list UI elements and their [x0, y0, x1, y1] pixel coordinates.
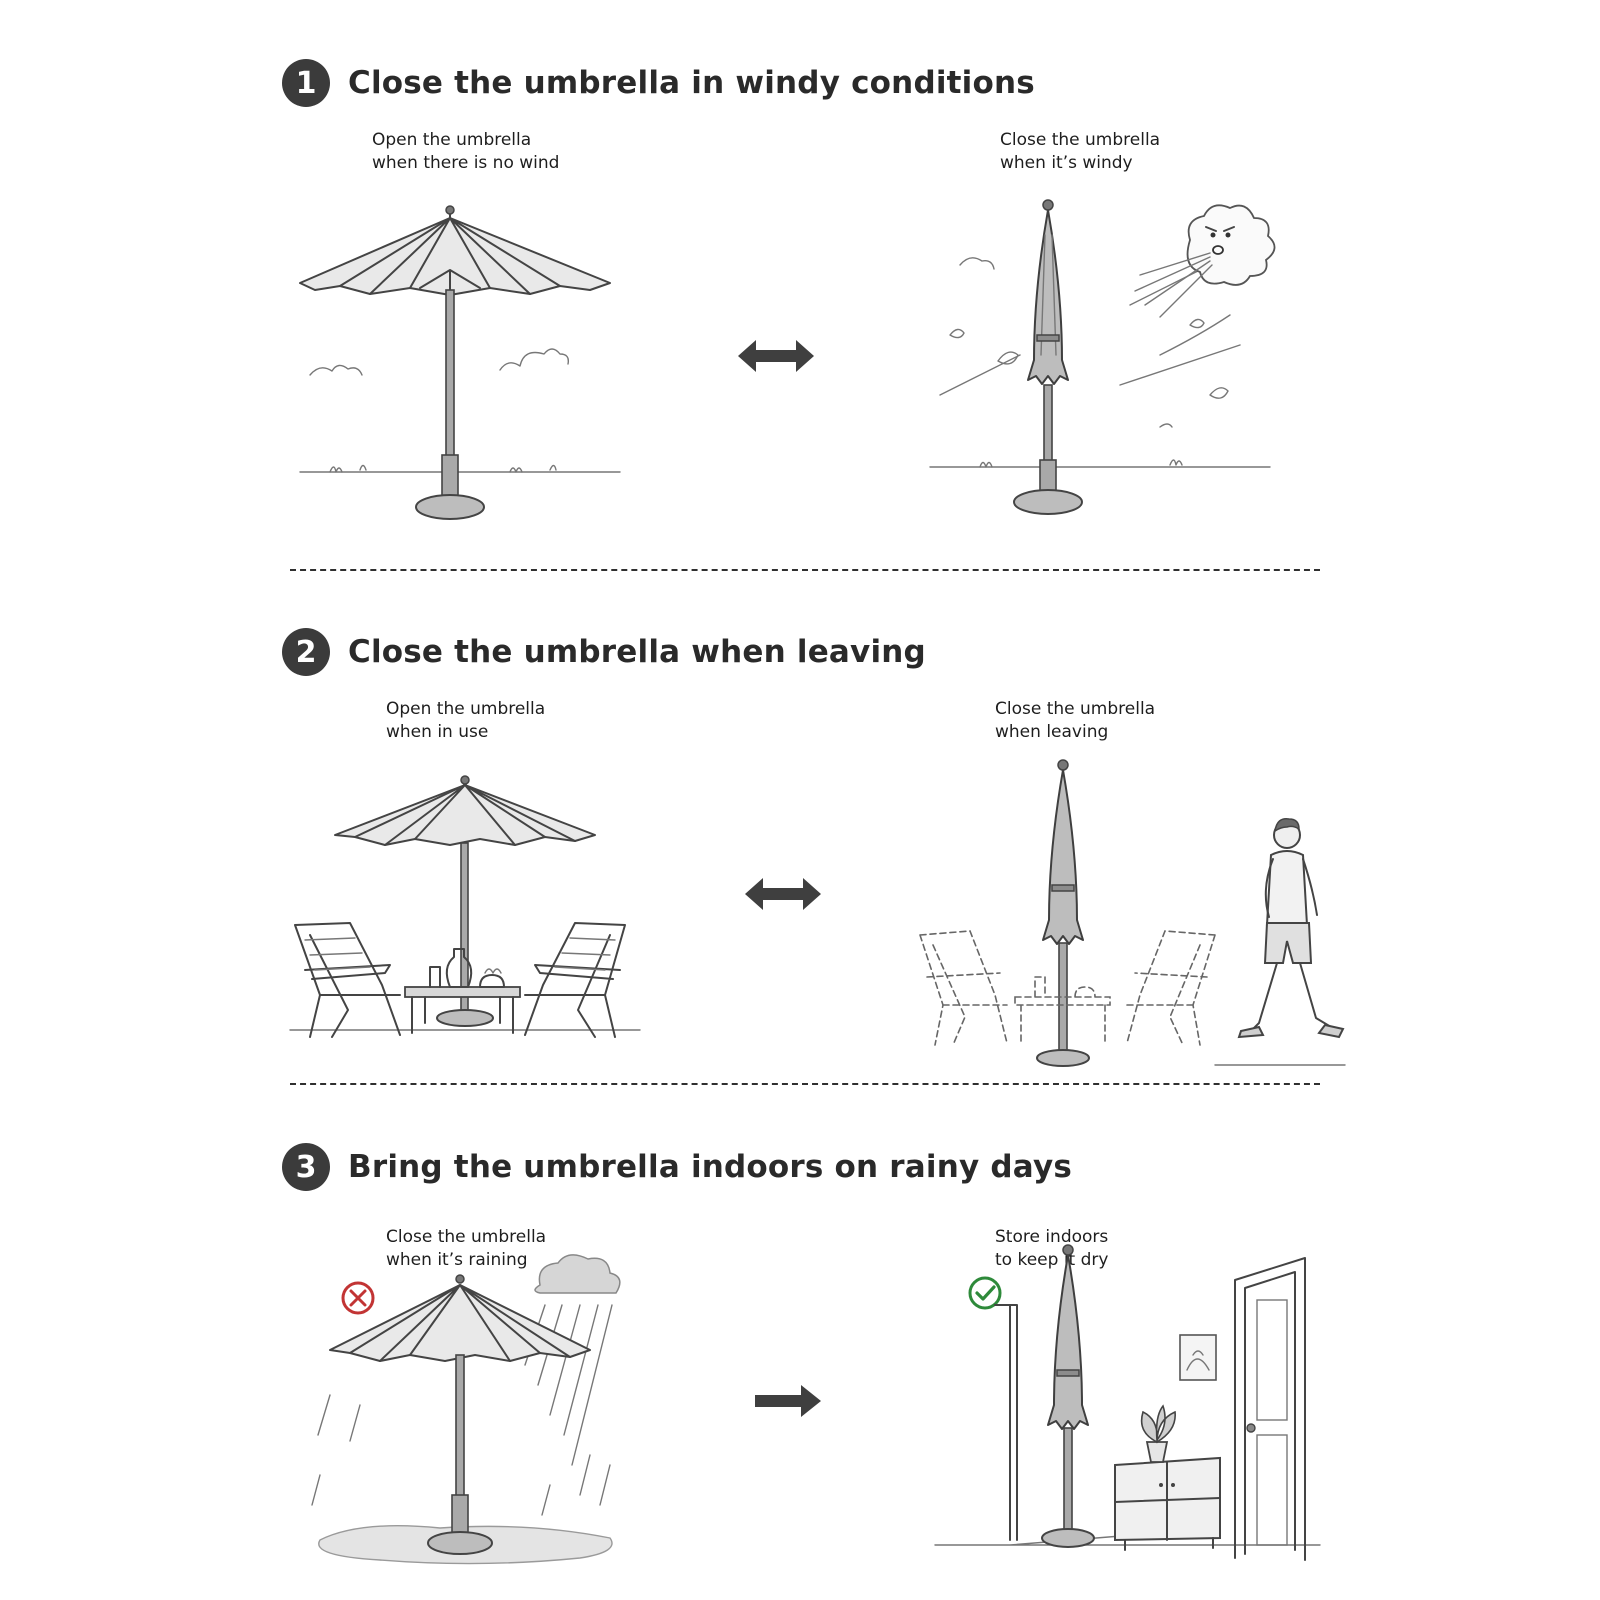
- check-icon: [968, 1276, 1002, 1310]
- walking-person-icon: [1237, 818, 1345, 1039]
- section-1-number-badge: 1: [282, 59, 330, 107]
- section-1-heading: 1 Close the umbrella in windy conditions: [282, 58, 1035, 108]
- section-3-right-caption: Store indoors to keep it dry: [995, 1227, 1109, 1270]
- open-umbrella-in-use-illustration: [289, 775, 641, 1038]
- section-2-heading: 2 Close the umbrella when leaving: [282, 627, 926, 677]
- closed-umbrella-windy-illustration: [929, 199, 1276, 515]
- section-1-right-caption: Close the umbrella when it’s windy: [1000, 130, 1161, 173]
- section-divider-2: [290, 1083, 1320, 1085]
- indoor-storage-illustration: [934, 1244, 1321, 1561]
- section-2-number-badge: 2: [282, 628, 330, 676]
- section-3-number-badge: 3: [282, 1143, 330, 1191]
- section-3-title: Bring the umbrella indoors on rainy days: [348, 1149, 1073, 1185]
- section-1-title: Close the umbrella in windy conditions: [348, 65, 1035, 101]
- section-1-left-caption: Open the umbrella when there is no wind: [372, 130, 560, 173]
- section-divider-1: [290, 569, 1320, 571]
- section-2-title: Close the umbrella when leaving: [348, 634, 926, 670]
- cross-icon: [341, 1281, 375, 1315]
- open-umbrella-rain-illustration: [311, 1254, 621, 1565]
- double-arrow-icon: [745, 878, 821, 910]
- closed-umbrella-leaving-illustration: [919, 759, 1346, 1067]
- right-arrow-icon: [755, 1385, 821, 1417]
- section-2-left-caption: Open the umbrella when in use: [386, 699, 546, 742]
- section-3-left-caption: Close the umbrella when it’s raining: [386, 1227, 547, 1270]
- double-arrow-icon: [738, 340, 814, 372]
- section-3-heading: 3 Bring the umbrella indoors on rainy da…: [282, 1142, 1072, 1192]
- section-2-right-caption: Close the umbrella when leaving: [995, 699, 1156, 742]
- open-umbrella-calm-illustration: [299, 205, 621, 520]
